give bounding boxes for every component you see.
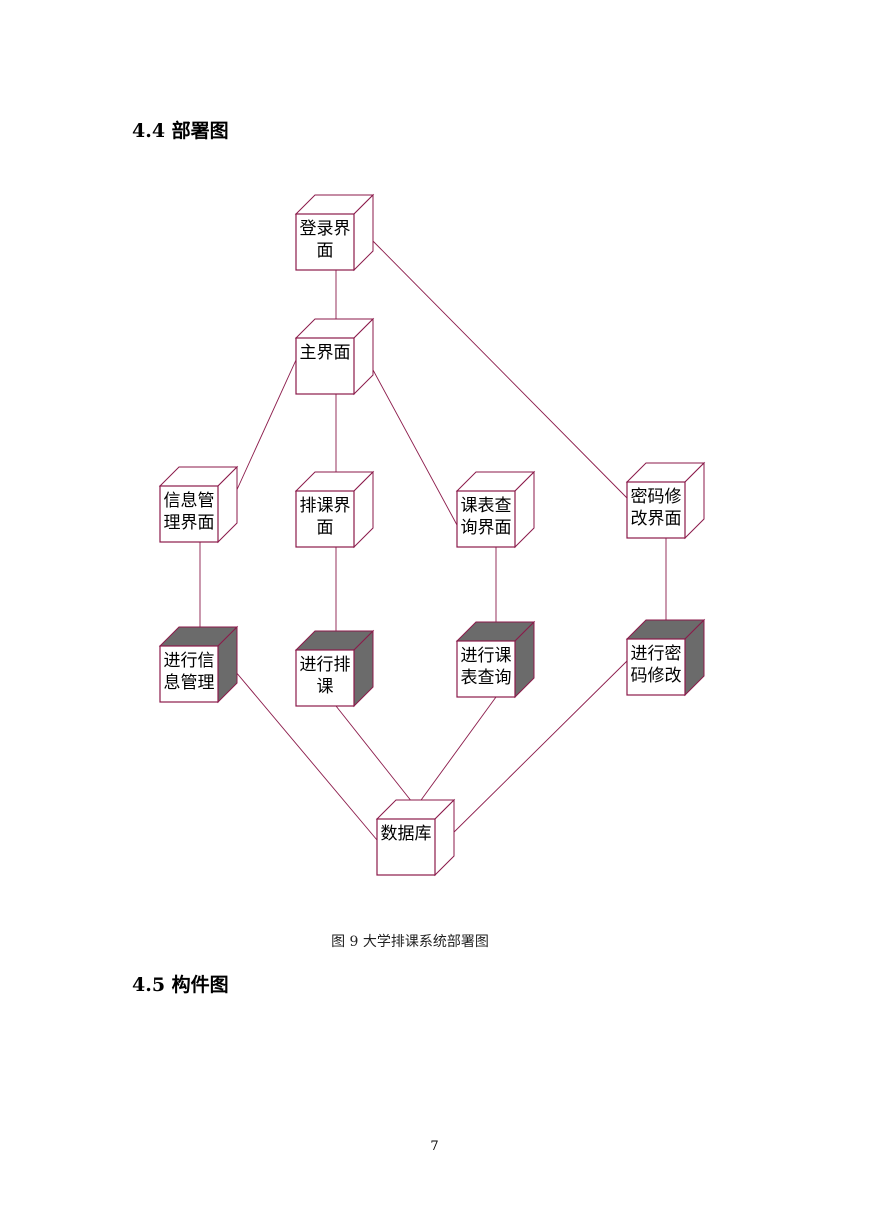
- node-front-face: [626, 638, 686, 696]
- node-label: 课表查: [461, 496, 512, 516]
- node-front-face: [295, 649, 355, 707]
- section-heading-component: 4.5 构件图: [132, 974, 229, 996]
- node-front-face: [159, 485, 219, 543]
- connector-line: [445, 660, 628, 841]
- connector-line: [365, 233, 628, 499]
- node-label: 密码修: [631, 487, 682, 507]
- node-label: 改界面: [631, 509, 682, 529]
- node-label: 进行排: [300, 655, 351, 675]
- node-label: 询界面: [461, 518, 512, 538]
- figure-caption: 图 9 大学排课系统部署图: [331, 934, 489, 950]
- node-label: 面: [317, 241, 334, 261]
- connector-line: [415, 696, 497, 808]
- node-label: 进行信: [164, 651, 215, 671]
- node-label: 进行课: [461, 646, 512, 666]
- node-front-face: [456, 640, 516, 698]
- node-front-face: [456, 490, 516, 548]
- node-label: 进行密: [631, 644, 682, 664]
- node-main: 主界面: [294, 317, 375, 396]
- connector-line: [229, 664, 378, 841]
- connector-line: [365, 356, 458, 526]
- node-front-face: [626, 481, 686, 539]
- node-label: 息管理: [164, 673, 215, 693]
- node-label: 课: [317, 677, 334, 697]
- node-front-face: [295, 490, 355, 548]
- node-label: 排课界: [300, 496, 351, 516]
- node-front-face: [295, 337, 355, 395]
- page-number: 7: [430, 1139, 439, 1154]
- node-label: 表查询: [461, 668, 512, 688]
- connector-line: [229, 359, 297, 506]
- node-label: 码修改: [631, 666, 682, 686]
- node-label: 信息管: [164, 491, 215, 511]
- node-label: 理界面: [164, 513, 215, 533]
- node-label: 登录界: [300, 219, 351, 239]
- diagram-nodes: 登录界面主界面信息管理界面排课界面课表查询界面密码修改界面进行信息管理进行排课进…: [158, 193, 706, 877]
- section-heading-deployment: 4.4 部署图: [132, 120, 229, 142]
- node-front-face: [159, 645, 219, 703]
- node-db: 数据库: [375, 798, 456, 877]
- node-label: 数据库: [381, 824, 432, 844]
- connector-line: [335, 705, 417, 808]
- node-label: 主界面: [300, 343, 351, 363]
- node-front-face: [376, 818, 436, 876]
- diagram-edges: [199, 233, 667, 841]
- node-front-face: [295, 213, 355, 271]
- node-label: 面: [317, 518, 334, 538]
